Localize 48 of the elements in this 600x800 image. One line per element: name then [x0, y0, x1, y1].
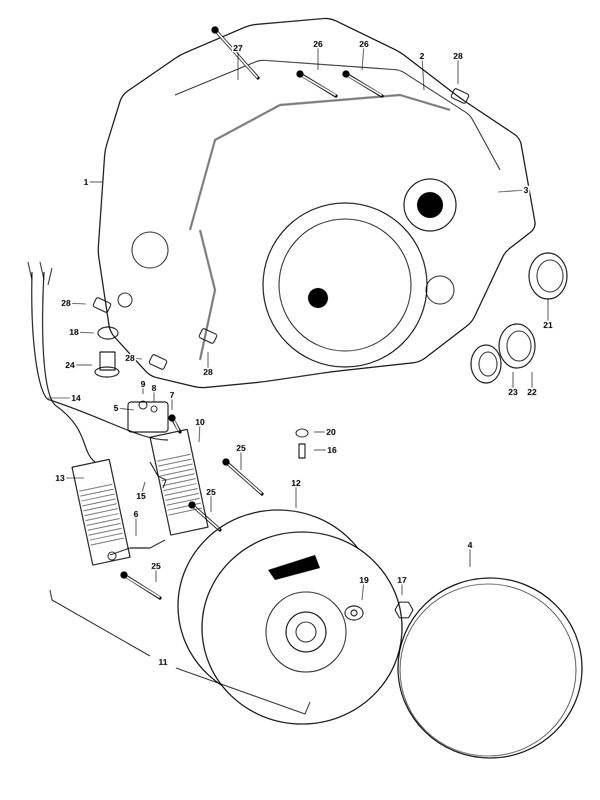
callout-number: 24 [64, 360, 76, 370]
callout-number: 25 [205, 488, 217, 496]
callout-number: 27 [232, 44, 244, 52]
callout-number: 17 [396, 576, 408, 584]
callout-number: 13 [54, 474, 66, 482]
leader-line [76, 364, 92, 366]
callout-number: 26 [312, 40, 324, 48]
callout-number: 2 [418, 52, 426, 60]
callout-number: 9 [139, 380, 147, 388]
leader-line [512, 372, 514, 388]
callout-number: 6 [132, 510, 140, 518]
leader-line [362, 48, 364, 70]
leader-line [362, 584, 364, 600]
callout-number: 8 [150, 384, 158, 392]
leader-line [142, 482, 146, 492]
callout-number: 20 [325, 428, 337, 436]
callout-number: 18 [68, 328, 80, 336]
callout-number: 1 [82, 178, 90, 186]
callout-number: 7 [168, 390, 176, 400]
leader-line [80, 332, 94, 334]
callout-number: 28 [60, 298, 72, 308]
callout-number: 16 [326, 446, 338, 454]
callout-number: 25 [150, 562, 162, 570]
callout-number: 25 [235, 444, 247, 452]
leader-line [198, 426, 200, 442]
leader-line [210, 496, 212, 512]
callout-number: 12 [290, 478, 302, 488]
leader-line [240, 452, 242, 470]
callout-number: 11 [159, 659, 168, 665]
callout-number: 10 [194, 418, 206, 426]
callout-number: 15 [135, 492, 147, 500]
leader-line [136, 358, 142, 360]
callout-number: 28 [202, 368, 214, 376]
callout-number: 5 [112, 404, 120, 412]
callout-number: 28 [452, 52, 464, 60]
callout-number: 14 [70, 394, 82, 402]
callout-number: 23 [507, 388, 519, 396]
callout-number: 26 [358, 40, 370, 48]
callout-number: 28 [124, 354, 136, 362]
leader-line [422, 60, 424, 90]
callout-number: 22 [526, 388, 538, 396]
leader-line [72, 303, 86, 304]
leader-line [498, 190, 523, 192]
callout-number: 4 [466, 540, 474, 550]
callout-number: 21 [542, 320, 554, 330]
leader-line [119, 408, 134, 410]
callout-number: 3 [522, 186, 530, 194]
leader-line [142, 388, 144, 394]
